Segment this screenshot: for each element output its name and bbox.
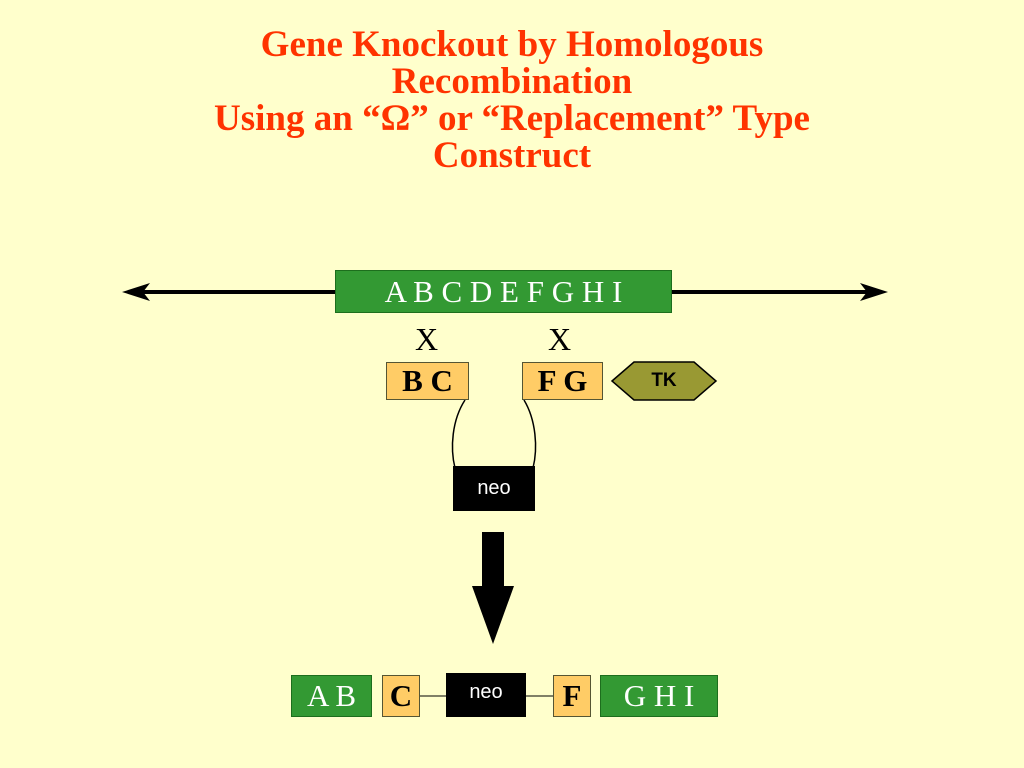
construct-neo-label: neo — [477, 477, 511, 499]
chromosome-gene-label: A B C D E F G H I — [384, 273, 623, 309]
left-arrowhead — [122, 283, 150, 301]
title-line-3: Using an “Ω” or “Replacement” Type — [214, 98, 810, 139]
result-segment-ghi: G H I — [600, 675, 718, 717]
right-arrowhead — [860, 283, 888, 301]
crossover-x-left: X — [415, 321, 439, 357]
down-arrow-head — [472, 586, 514, 644]
right-arm-label: F G — [537, 363, 588, 398]
loop-right-line — [523, 399, 537, 469]
tk-label: TK — [651, 370, 677, 391]
title-line-2: Recombination — [391, 61, 633, 102]
tk-hexagon — [610, 361, 718, 401]
construct-left-arm: B C — [386, 362, 469, 400]
result-segment-ab: A B — [291, 675, 372, 717]
title-line-4: Construct — [432, 135, 592, 176]
construct-neo-box: neo — [453, 466, 535, 511]
left-arm-label: B C — [402, 363, 453, 398]
result-ab-label: A B — [306, 678, 357, 713]
down-arrow-shaft — [482, 532, 504, 588]
result-segment-c: C — [382, 675, 420, 717]
result-ghi-label: G H I — [623, 678, 695, 713]
result-segment-neo: neo — [446, 673, 526, 717]
result-f-label: F — [562, 678, 582, 713]
crossover-x-right: X — [548, 321, 572, 357]
chromosome-gene-box: A B C D E F G H I — [335, 270, 672, 313]
loop-left-line — [451, 399, 466, 469]
construct-right-arm: F G — [522, 362, 603, 400]
page-title: Gene Knockout by Homologous Recombinatio… — [0, 26, 1024, 174]
result-c-label: C — [389, 678, 413, 713]
result-neo-label: neo — [469, 681, 503, 703]
title-line-1: Gene Knockout by Homologous — [260, 24, 764, 65]
result-segment-f: F — [553, 675, 591, 717]
